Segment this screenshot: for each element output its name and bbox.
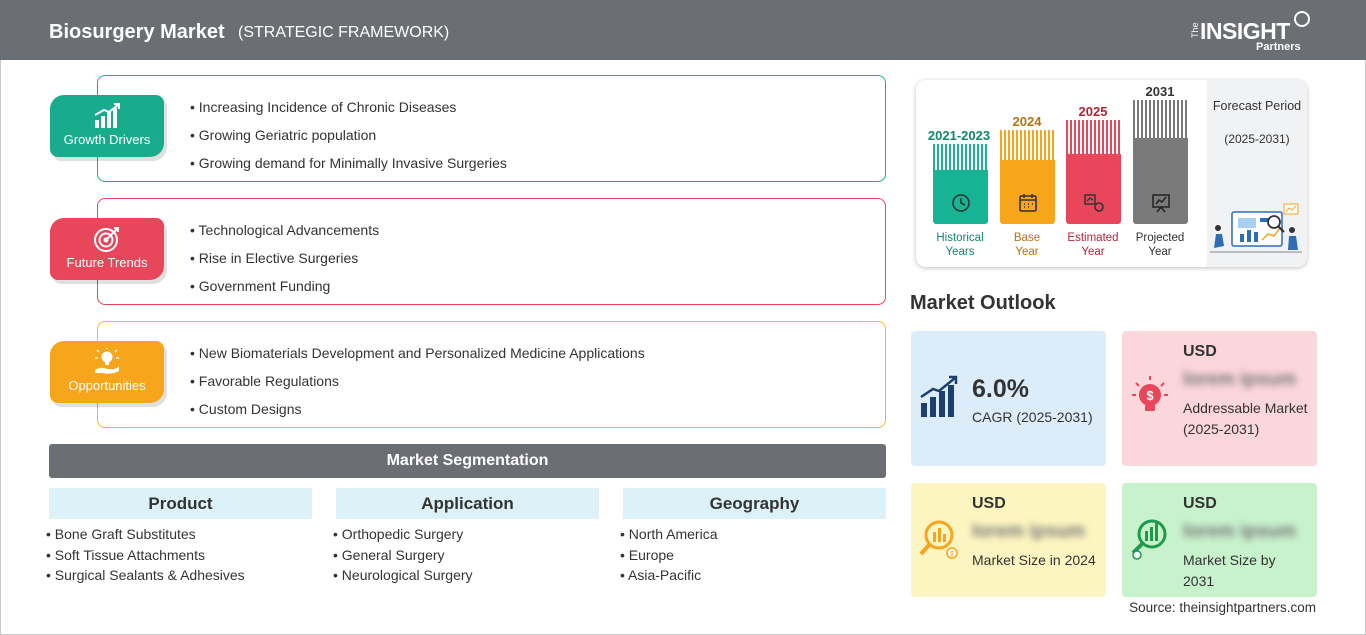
estimate-gear-icon <box>1083 194 1104 212</box>
logo-the-text: The <box>1190 22 1200 38</box>
size-2024-label: Market Size in 2024 <box>972 552 1096 568</box>
list-item: Favorable Regulations <box>190 367 645 395</box>
addressable-market-card: $ USD lorem ipsum Addressable Market (20… <box>1122 331 1317 466</box>
page-subtitle: (STRATEGIC FRAMEWORK) <box>238 24 450 41</box>
list-item: General Surgery <box>333 545 473 566</box>
page-title: Biosurgery Market <box>49 21 225 43</box>
list-item: North America <box>620 524 718 545</box>
market-size-2024-card: $ USD lorem ipsum Market Size in 2024 <box>911 483 1106 597</box>
growth-chart-icon <box>94 103 120 128</box>
logo-partners-text: Partners <box>1256 41 1301 53</box>
magnifier-chart-icon <box>1131 519 1167 560</box>
cagr-label: CAGR (2025-2031) <box>972 409 1093 425</box>
segment-geography-title: Geography <box>623 488 886 519</box>
timeline-bar-estimated <box>1066 120 1121 224</box>
future-trends-list: Technological Advancements Rise in Elect… <box>190 216 380 300</box>
list-item: Neurological Surgery <box>333 565 473 586</box>
list-item: Government Funding <box>190 272 379 300</box>
svg-text:$: $ <box>1146 388 1154 403</box>
year-label: 2021-2023 <box>927 128 991 143</box>
badge-label: Opportunities <box>68 378 146 393</box>
addressable-label: Addressable Market (2025-2031) <box>1183 400 1308 437</box>
calendar-icon <box>1018 194 1037 212</box>
list-item: Orthopedic Surgery <box>333 524 473 545</box>
addressable-currency: USD <box>1183 343 1217 360</box>
header-bar: Biosurgery Market (STRATEGIC FRAMEWORK) … <box>0 0 1366 60</box>
bar-hatch <box>933 144 988 170</box>
market-outlook-title: Market Outlook <box>910 292 1056 314</box>
bar-hatch <box>1066 120 1121 154</box>
year-label: 2024 <box>1012 114 1042 129</box>
list-item: New Biomaterials Development and Persona… <box>190 339 645 367</box>
year-label: 2025 <box>1078 104 1108 119</box>
magnifier-coins-icon: $ <box>919 520 958 559</box>
list-item: Europe <box>620 545 718 566</box>
list-item: Increasing Incidence of Chronic Diseases <box>190 93 507 121</box>
forecast-period-range: (2025-2031) <box>1224 132 1290 146</box>
list-item: Surgical Sealants & Adhesives <box>46 565 245 586</box>
list-item: Rise in Elective Surgeries <box>190 244 379 272</box>
logo-ring <box>1294 11 1310 27</box>
growth-drivers-badge: Growth Drivers <box>50 95 164 157</box>
growth-drivers-list: Increasing Incidence of Chronic Diseases… <box>190 93 507 177</box>
future-trends-box: Technological Advancements Rise in Elect… <box>97 198 886 305</box>
size-2031-currency: USD <box>1183 495 1217 512</box>
market-segmentation-heading: Market Segmentation <box>49 444 886 478</box>
list-item: Growing Geriatric population <box>190 121 507 149</box>
insight-partners-logo: The INSIGHT Partners <box>1188 10 1313 54</box>
money-bulb-icon: $ <box>1132 376 1168 411</box>
cagr-card: 6.0% CAGR (2025-2031) <box>911 331 1106 466</box>
market-size-2031-card: USD lorem ipsum Market Size by 2031 <box>1122 483 1317 597</box>
target-icon <box>94 227 119 252</box>
timeline-bar-base <box>1000 130 1055 224</box>
cagr-value: 6.0% <box>972 375 1029 403</box>
opportunities-badge: Opportunities <box>50 341 164 403</box>
growth-drivers-box: Increasing Incidence of Chronic Diseases… <box>97 75 886 182</box>
forecast-period-label: Forecast Period <box>1212 99 1302 113</box>
bar-hatch <box>1133 100 1188 138</box>
logo-insight-text: INSIGHT <box>1200 18 1290 44</box>
size-2031-label: Market Size by 2031 <box>1183 552 1276 589</box>
list-item: Growing demand for Minimally Invasive Su… <box>190 149 507 177</box>
list-item: Asia-Pacific <box>620 565 718 586</box>
lightbulb-hand-icon <box>95 348 119 374</box>
list-item: Soft Tissue Attachments <box>46 545 245 566</box>
opportunities-box: New Biomaterials Development and Persona… <box>97 321 886 428</box>
size-2024-currency: USD <box>972 495 1006 512</box>
timeline-bar-projected <box>1133 100 1188 224</box>
projection-board-icon <box>1151 194 1170 213</box>
growth-bars-icon <box>920 375 958 417</box>
list-item: Bone Graft Substitutes <box>46 524 245 545</box>
segment-application-title: Application <box>336 488 599 519</box>
analysts-illustration-icon <box>1210 203 1302 253</box>
list-item: Technological Advancements <box>190 216 380 244</box>
opportunities-list: New Biomaterials Development and Persona… <box>190 339 645 423</box>
badge-label: Growth Drivers <box>63 132 151 147</box>
segment-geography-list: North America Europe Asia-Pacific <box>620 524 718 586</box>
future-trends-badge: Future Trends <box>50 218 164 280</box>
source-credit: Source: theinsightpartners.com <box>1129 600 1316 615</box>
segment-application-list: Orthopedic Surgery General Surgery Neuro… <box>333 524 473 586</box>
badge-label: Future Trends <box>66 255 148 270</box>
size-2024-value: lorem ipsum <box>972 521 1085 542</box>
timeline-bar-historical <box>933 144 988 224</box>
year-label: 2031 <box>1145 84 1175 99</box>
bar-hatch <box>1000 130 1055 160</box>
segment-product-title: Product <box>49 488 312 519</box>
size-2031-value: lorem ipsum <box>1183 521 1296 542</box>
history-clock-icon <box>951 194 970 212</box>
svg-text:$: $ <box>950 551 954 558</box>
segment-product-list: Bone Graft Substitutes Soft Tissue Attac… <box>46 524 245 586</box>
addressable-value: lorem ipsum <box>1183 369 1296 390</box>
list-item: Custom Designs <box>190 395 645 423</box>
